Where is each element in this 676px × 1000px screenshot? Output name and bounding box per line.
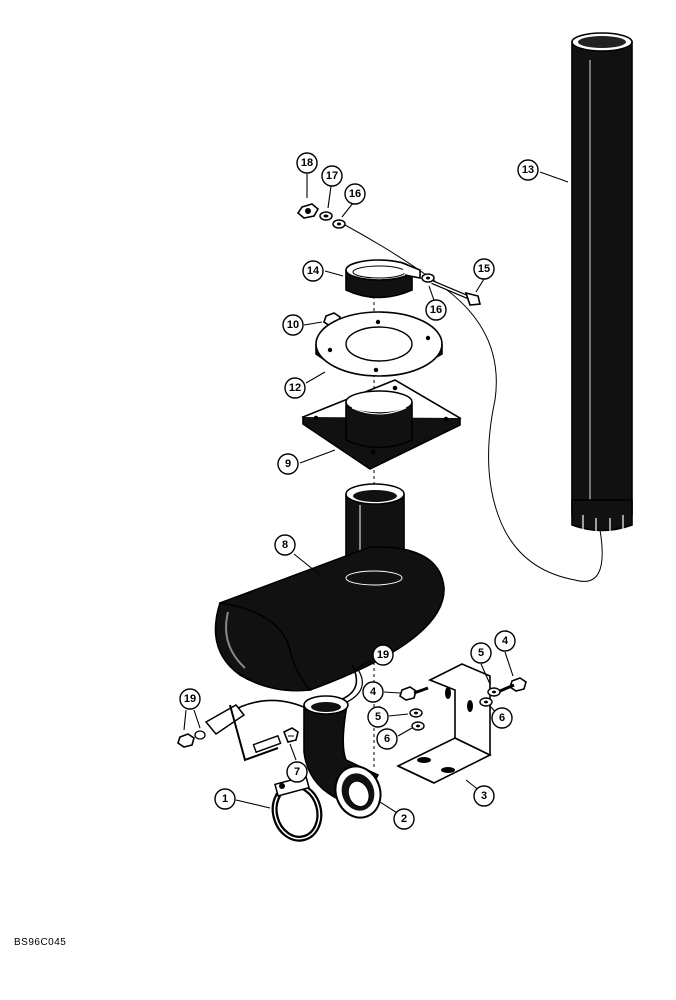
callout-13: 13 <box>517 159 539 181</box>
bracket-3 <box>396 663 492 784</box>
callout-label: 6 <box>384 733 390 745</box>
callout-12: 12 <box>284 377 306 399</box>
callout-5-right: 5 <box>470 642 492 664</box>
lockwasher-6b <box>479 697 493 707</box>
callout-1: 1 <box>214 788 236 810</box>
callout-14: 14 <box>302 260 324 282</box>
callout-16-bottom: 16 <box>425 299 447 321</box>
drawing-reference-code: BS96C045 <box>14 937 67 948</box>
tail-pipe <box>571 32 633 533</box>
callout-2: 2 <box>393 808 415 830</box>
callout-label: 6 <box>499 712 505 724</box>
callout-19-right: 19 <box>372 644 394 666</box>
callout-label: 1 <box>222 793 228 805</box>
callout-label: 4 <box>502 635 509 647</box>
washer-16-top <box>332 219 346 229</box>
lock-washer-17 <box>319 211 333 221</box>
callout-label: 5 <box>478 647 484 659</box>
callout-label: 10 <box>287 319 299 331</box>
callout-label: 8 <box>282 539 288 551</box>
callout-18: 18 <box>296 152 318 174</box>
callout-7: 7 <box>286 761 308 783</box>
callout-label: 18 <box>301 157 313 169</box>
callout-17: 17 <box>321 165 343 187</box>
washer-5a <box>409 708 423 718</box>
callout-label: 5 <box>375 711 381 723</box>
elbow-2 <box>303 695 382 819</box>
callout-4-right: 4 <box>494 630 516 652</box>
stud-7 <box>282 727 299 743</box>
callout-label: 9 <box>285 458 291 470</box>
callout-5-left: 5 <box>367 706 389 728</box>
callout-10: 10 <box>282 314 304 336</box>
callout-label: 19 <box>184 693 196 705</box>
mounting-plate-9 <box>301 379 462 470</box>
washer-5b <box>487 687 501 697</box>
capscrew-4b <box>499 677 527 693</box>
callout-label: 16 <box>430 304 442 316</box>
callout-label: 4 <box>370 686 377 698</box>
callout-15: 15 <box>473 258 495 280</box>
callout-label: 3 <box>481 790 487 802</box>
callout-label: 7 <box>294 766 300 778</box>
callout-label: 15 <box>478 263 490 275</box>
callout-label: 16 <box>349 188 361 200</box>
callout-16-top: 16 <box>344 183 366 205</box>
clamp-14 <box>345 259 421 299</box>
flange-12 <box>315 311 443 377</box>
callout-label: 2 <box>401 813 407 825</box>
callout-label: 17 <box>326 170 338 182</box>
callout-4-left: 4 <box>362 681 384 703</box>
bolt-15 <box>421 273 482 306</box>
callout-label: 19 <box>377 649 389 661</box>
callout-8: 8 <box>274 534 296 556</box>
lockwasher-6a <box>411 721 425 731</box>
callout-3: 3 <box>473 785 495 807</box>
nut-18 <box>296 203 320 219</box>
hose-clamp-1 <box>271 775 323 842</box>
callout-19-left: 19 <box>179 688 201 710</box>
u-bolt-19 <box>177 664 363 762</box>
callout-label: 13 <box>522 164 534 176</box>
callout-label: 12 <box>289 382 301 394</box>
callout-6-left: 6 <box>376 728 398 750</box>
capscrew-4a <box>399 686 429 701</box>
callout-6-right: 6 <box>491 707 513 729</box>
muffler-8 <box>214 483 445 692</box>
callout-9: 9 <box>277 453 299 475</box>
callout-label: 14 <box>307 265 320 277</box>
